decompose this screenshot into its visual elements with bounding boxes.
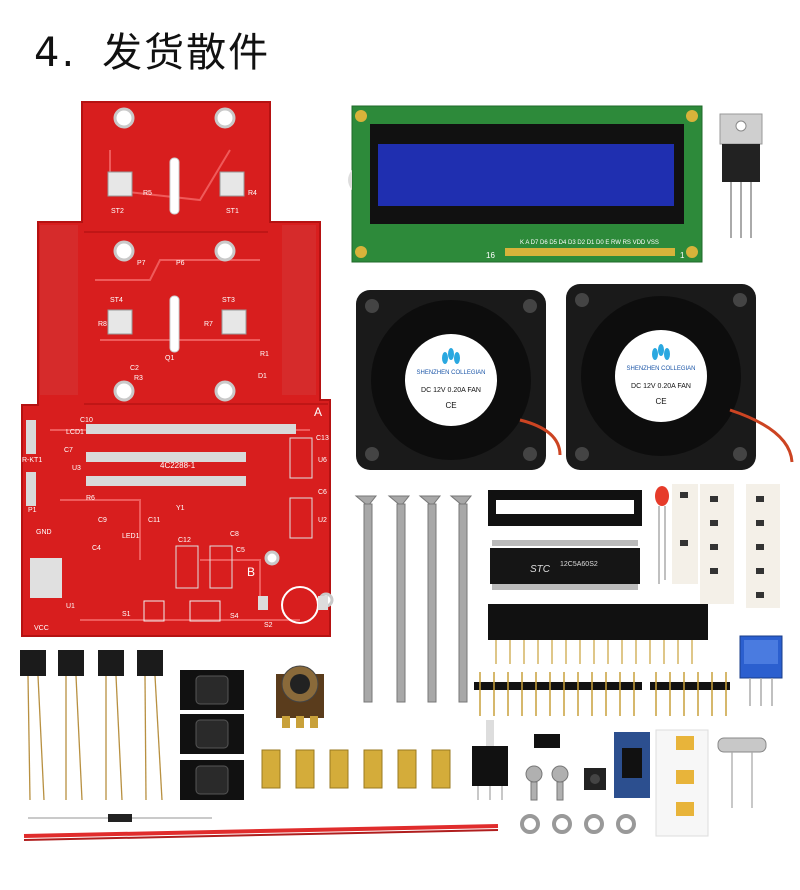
push-button xyxy=(584,768,606,790)
lcd-screen xyxy=(378,144,674,206)
silk-label: ST4 xyxy=(110,297,123,304)
silk-label: C11 xyxy=(148,517,160,524)
smd-strips xyxy=(672,484,780,608)
red-led xyxy=(655,486,669,584)
fan-right: SHENZHEN COLLEGIAN DC 12V 0.20A FAN CE xyxy=(566,284,794,470)
silk-label: R5 xyxy=(143,190,152,197)
silk-label: C10 xyxy=(80,417,93,424)
silk-label: U6 xyxy=(318,457,327,464)
small-screws xyxy=(525,765,569,801)
pcb-silkscreen: ST2 R5 R4 ST1 P7 P6 ST4 R8 R7 ST3 C2 R3 … xyxy=(22,190,329,632)
brass-standoffs xyxy=(261,749,451,789)
silk-label: R7 xyxy=(204,321,213,328)
silk-label: S1 xyxy=(122,611,131,618)
lcd-pin-labels: K A D7 D6 D5 D4 D3 D2 D1 D0 E RW RS VDD … xyxy=(520,240,659,246)
silk-label: R4 xyxy=(248,190,257,197)
diode xyxy=(28,814,212,822)
silk-label: C12 xyxy=(178,537,191,544)
lcd-pin-end: 1 xyxy=(680,251,685,260)
potentiometer xyxy=(276,665,324,728)
silk-label: LCD1 xyxy=(66,429,84,436)
page-title: 4. 发货散件 xyxy=(34,20,270,78)
chip-model: 12C5A60S2 xyxy=(560,561,598,568)
silk-label: C7 xyxy=(64,447,73,454)
silk-label: ST3 xyxy=(222,297,235,304)
silk-label: R3 xyxy=(134,375,143,382)
silk-label: R-KT1 xyxy=(22,457,42,464)
fan-brand: SHENZHEN COLLEGIAN xyxy=(416,370,485,376)
silk-label: U3 xyxy=(72,465,81,472)
silk-label: C5 xyxy=(236,547,245,554)
fan-ce-mark: CE xyxy=(445,401,456,410)
pcb-board xyxy=(21,101,334,637)
silk-label: C13 xyxy=(316,435,329,442)
fan-left: SHENZHEN COLLEGIAN DC 12V 0.20A FAN CE xyxy=(356,290,562,470)
silk-label: R1 xyxy=(260,351,269,358)
silk-label: P6 xyxy=(176,260,185,267)
voltage-regulator xyxy=(719,113,763,238)
blue-trimpot xyxy=(739,635,783,706)
crystal-oscillator xyxy=(717,737,767,808)
male-pin-headers xyxy=(474,672,730,716)
silk-label: S4 xyxy=(230,613,239,620)
silk-label: 4C2288-1 xyxy=(160,461,196,470)
silk-label: P7 xyxy=(137,260,146,267)
silk-label: C4 xyxy=(92,545,101,552)
slide-switch xyxy=(472,720,508,800)
ic-socket xyxy=(488,490,642,526)
title-text: 发货散件 xyxy=(102,30,271,76)
sot-transistor xyxy=(534,734,560,748)
nuts xyxy=(520,814,636,834)
smd-capacitor-tape xyxy=(655,729,709,837)
lcd-module: 16 1 K A D7 D6 D5 D4 D3 D2 D1 D0 E RW RS… xyxy=(348,105,703,263)
silk-label: R8 xyxy=(98,321,107,328)
chip-brand: STC xyxy=(530,564,551,575)
silk-label: S2 xyxy=(264,622,273,629)
silk-label: U2 xyxy=(318,517,327,524)
silk-label: Q1 xyxy=(165,355,174,362)
fan-ce-mark: CE xyxy=(655,397,666,406)
silk-label: P1 xyxy=(28,507,37,514)
transistors xyxy=(20,650,163,801)
silk-label: C9 xyxy=(98,517,107,524)
fan-brand: SHENZHEN COLLEGIAN xyxy=(626,366,695,372)
silk-label: GND xyxy=(36,529,52,536)
fan-wire xyxy=(23,824,499,841)
silk-label: B xyxy=(247,565,255,579)
silk-label: LED1 xyxy=(122,533,140,540)
silk-label: ST1 xyxy=(226,208,239,215)
tactile-buttons xyxy=(180,670,244,800)
fan-spec: DC 12V 0.20A FAN xyxy=(631,383,691,390)
title-number: 4. xyxy=(34,30,77,76)
fan-spec: DC 12V 0.20A FAN xyxy=(421,387,481,394)
silk-label: U1 xyxy=(66,603,75,610)
silk-label: C2 xyxy=(130,365,139,372)
silk-label: R6 xyxy=(86,495,95,502)
lcd-pin-start: 16 xyxy=(486,251,495,260)
silk-label: C8 xyxy=(230,531,239,538)
silk-label: D1 xyxy=(258,373,267,380)
long-screws xyxy=(354,495,473,703)
silk-label: A xyxy=(314,405,322,419)
silk-label: ST2 xyxy=(111,208,124,215)
female-header xyxy=(488,604,708,664)
silk-label: VCC xyxy=(34,625,49,632)
ic-adapter xyxy=(614,732,650,798)
silk-label: C6 xyxy=(318,489,327,496)
mcu-chip: STC 12C5A60S2 xyxy=(490,540,640,590)
silk-label: Y1 xyxy=(176,505,185,512)
